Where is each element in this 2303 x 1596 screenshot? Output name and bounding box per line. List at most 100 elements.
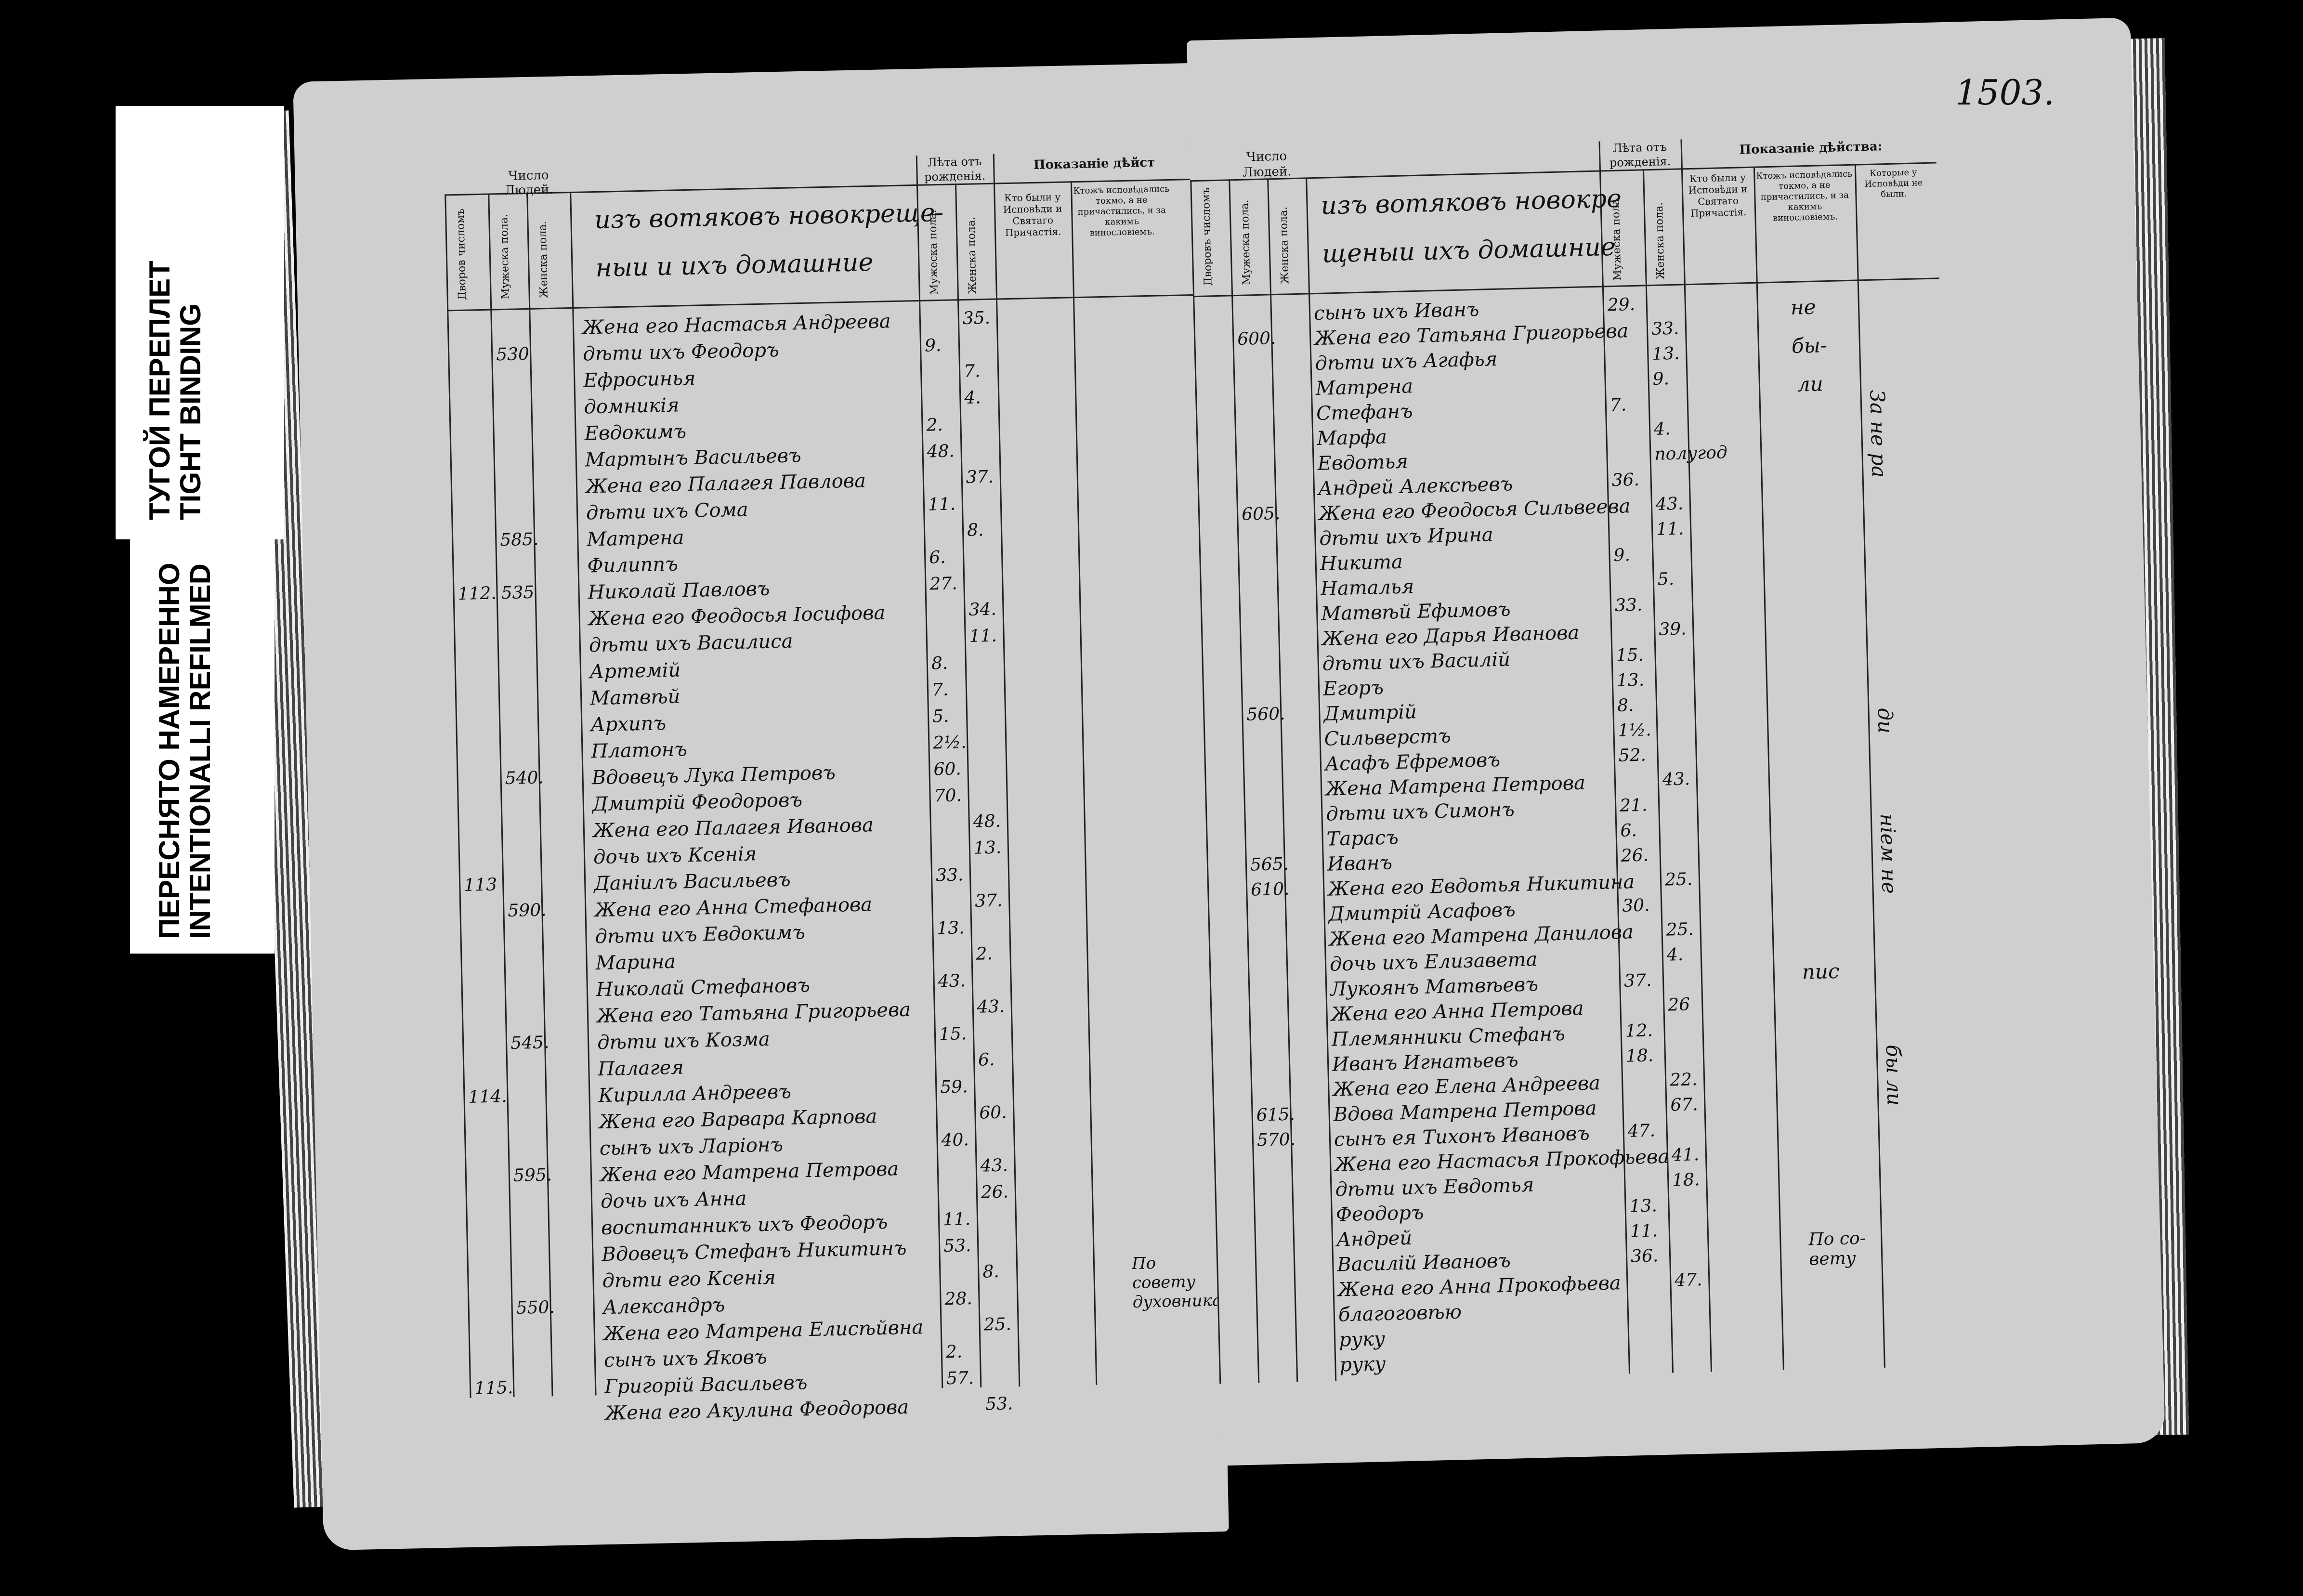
register-entry: Матрена bbox=[1315, 375, 1413, 400]
register-entry: Артемій bbox=[589, 659, 681, 683]
male-age: 5. bbox=[932, 706, 949, 727]
column-rule bbox=[1070, 181, 1098, 1385]
female-age: 9. bbox=[1652, 369, 1670, 389]
header-people: Людей. bbox=[1242, 164, 1292, 180]
register-entry: Марина bbox=[595, 950, 676, 975]
header-only-confessed: Ктожъ исповѣдались токмо, а не причастил… bbox=[1756, 169, 1853, 223]
male-age: 2. bbox=[926, 415, 943, 435]
note-byli: бы- bbox=[1791, 333, 1828, 358]
male-age: 11. bbox=[942, 1209, 971, 1230]
register-entry: Жена его Палагея Павлова bbox=[585, 470, 866, 498]
right-page: Число Людей. Дворовъ числомъ Мужеска пол… bbox=[1187, 17, 2165, 1466]
male-age: 13. bbox=[936, 918, 965, 939]
column-rule bbox=[1229, 179, 1260, 1383]
header-number: Число bbox=[1246, 149, 1287, 165]
male-age: 8. bbox=[1617, 695, 1634, 716]
column-rule bbox=[445, 194, 471, 1398]
register-entry: Евдокимъ bbox=[584, 420, 687, 445]
section-title-line2: ныи и ихъ домашние bbox=[595, 248, 874, 283]
person-number: 570. bbox=[1256, 1129, 1296, 1151]
female-age: 11. bbox=[1656, 519, 1684, 539]
female-age: 6. bbox=[978, 1049, 995, 1070]
male-age: 47. bbox=[1627, 1121, 1656, 1141]
register-entry: Василій Ивановъ bbox=[1336, 1249, 1511, 1276]
female-age: 25. bbox=[983, 1314, 1012, 1335]
register-entry: воспитанникъ ихъ Феодоръ bbox=[601, 1211, 888, 1240]
register-entry: Дмитрій bbox=[1323, 701, 1417, 725]
header-yards: Дворов числомъ bbox=[454, 208, 469, 301]
register-entry: Мартынъ Васильевъ bbox=[585, 445, 802, 471]
header-age-female: Женска пола. bbox=[1653, 202, 1667, 280]
male-age: 53. bbox=[943, 1236, 971, 1256]
female-age: 43. bbox=[977, 996, 1005, 1017]
tight-binding-en: TIGHT BINDING bbox=[174, 303, 207, 520]
female-age: 4. bbox=[1666, 944, 1684, 965]
person-number: 540. bbox=[505, 768, 544, 789]
yard-number: 112. bbox=[458, 583, 497, 604]
register-entry: Жена его Акулина Феодорова bbox=[604, 1396, 909, 1425]
column-rule bbox=[1267, 178, 1298, 1382]
male-age: 18. bbox=[1625, 1046, 1654, 1066]
male-age: 11. bbox=[928, 494, 956, 515]
person-number: 610. bbox=[1250, 879, 1290, 900]
register-entry: руку bbox=[1338, 1328, 1386, 1351]
female-age: 60. bbox=[979, 1102, 1008, 1123]
register-entry: Жена его Матрена Елисѣйвна bbox=[603, 1316, 924, 1346]
female-age: 43. bbox=[980, 1155, 1008, 1176]
register-entry: Лукоянъ Матвѣевъ bbox=[1330, 973, 1539, 1001]
yard-number: 114. bbox=[468, 1086, 508, 1107]
female-age: 37. bbox=[974, 890, 1003, 911]
person-number: 605. bbox=[1241, 503, 1281, 524]
header-female: Женска пола. bbox=[1277, 206, 1292, 284]
male-age: 27. bbox=[929, 574, 958, 594]
male-age: 8. bbox=[931, 653, 948, 674]
register-entry: Жена его Палагея Иванова bbox=[592, 814, 874, 842]
register-entry: Александръ bbox=[602, 1294, 725, 1319]
note-byli2: бы ли bbox=[1881, 1044, 1907, 1106]
register-entry: Жена его Матрена Данилова bbox=[1329, 921, 1634, 951]
register-entry: Ефросинья bbox=[583, 367, 696, 392]
female-age: 8. bbox=[967, 520, 984, 540]
register-entry: дѣти его Ксенія bbox=[602, 1266, 776, 1293]
register-entry: Николай Стефановъ bbox=[596, 974, 811, 1001]
female-age: полугод bbox=[1654, 443, 1728, 464]
person-number: 535 bbox=[501, 582, 535, 603]
register-entry: Племянники Стефанъ bbox=[1331, 1022, 1566, 1051]
female-age: 67. bbox=[1670, 1095, 1699, 1115]
female-age: 53. bbox=[985, 1394, 1013, 1414]
male-age: 7. bbox=[1609, 395, 1627, 416]
section-title-line2: щеныи ихъ домашние bbox=[1322, 232, 1616, 269]
male-age: 30. bbox=[1622, 895, 1650, 916]
female-age: 43. bbox=[1662, 769, 1690, 790]
header-only-confessed: Ктожъ исповѣдались токмо, а не причастил… bbox=[1073, 183, 1170, 238]
female-age: 11. bbox=[969, 626, 997, 646]
person-number: 550. bbox=[516, 1297, 555, 1318]
male-age: 36. bbox=[1611, 470, 1640, 491]
register-entry: Жена его Анна Петрова bbox=[1331, 997, 1584, 1026]
register-entry: сынъ ихъ Ларіонъ bbox=[599, 1134, 784, 1160]
register-entry: Вдова Матрена Петрова bbox=[1333, 1097, 1597, 1126]
register-entry: Жена его Феодосья Іосифова bbox=[588, 602, 886, 630]
person-number: 545. bbox=[510, 1033, 550, 1053]
male-age: 33. bbox=[935, 865, 964, 886]
person-number: 595. bbox=[513, 1165, 552, 1186]
register-entry: дѣти ихъ Евдокимъ bbox=[595, 921, 806, 948]
register-entry: Сильверстъ bbox=[1324, 725, 1452, 750]
male-age: 15. bbox=[1616, 645, 1644, 666]
female-age: 26 bbox=[1667, 994, 1690, 1015]
register-entry: Жена его Анна Прокофьева bbox=[1337, 1272, 1622, 1301]
female-age: 48. bbox=[973, 811, 1001, 832]
register-entry: дѣти ихъ Симонъ bbox=[1325, 798, 1515, 825]
register-entry: Никита bbox=[1320, 550, 1403, 575]
register-entry: Андрей bbox=[1336, 1227, 1413, 1251]
person-number: 565. bbox=[1250, 854, 1289, 875]
register-entry: дѣти ихъ Феодоръ bbox=[582, 339, 780, 366]
register-entry: Вдовецъ Стефанъ Никитинъ bbox=[601, 1237, 907, 1266]
header-confessed: Кто были у Исповѣди и Святаго Причастія. bbox=[1003, 191, 1062, 239]
register-entry: Жена его Настасья Прокофьева bbox=[1334, 1145, 1670, 1176]
header-male: Мужеска пола. bbox=[1239, 199, 1253, 285]
register-entry: дочь ихъ Ксенія bbox=[593, 843, 757, 869]
female-age: 8. bbox=[982, 1261, 1000, 1282]
register-entry: дѣти ихъ Козма bbox=[597, 1028, 771, 1054]
male-age: 15. bbox=[939, 1024, 967, 1045]
